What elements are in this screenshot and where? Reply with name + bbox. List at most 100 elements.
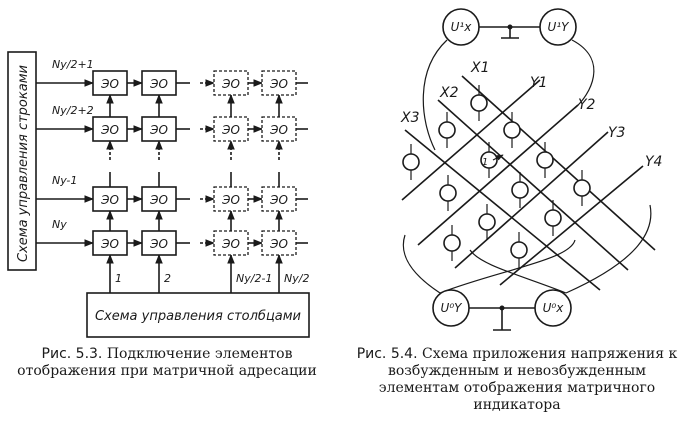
display-element	[511, 181, 529, 199]
display-element-cell	[92, 70, 128, 96]
cell-label: ЭО	[149, 237, 168, 251]
y-electrode-line	[499, 165, 644, 286]
y-electrode-line	[454, 131, 609, 269]
center-mark-label: 1	[482, 157, 488, 168]
row-label: Ny/2+2	[52, 104, 94, 117]
node-uy0: U⁰Y	[432, 289, 470, 327]
display-element	[503, 121, 521, 139]
supply-wire	[439, 239, 576, 294]
label-y3: Y3	[608, 125, 625, 141]
label-y1: Y1	[530, 75, 547, 91]
supply-wire	[565, 204, 652, 294]
x-electrode-line	[437, 99, 629, 271]
display-element	[573, 179, 591, 197]
svg-text:U¹Y: U¹Y	[548, 20, 571, 34]
cell-label: ЭО	[149, 77, 168, 91]
column-label: Ny/2	[284, 272, 309, 285]
caption-fig-5-3-text: Подключение элементов отображения при ма…	[17, 346, 317, 379]
row-label: Ny-1	[52, 174, 77, 187]
caption-fig-5-4-text: Схема приложения напряжения к возбужденн…	[378, 346, 678, 413]
svg-text:U⁰Y: U⁰Y	[441, 301, 464, 315]
display-element-cell	[213, 186, 249, 212]
cell-label: ЭО	[149, 193, 168, 207]
cell-label: ЭО	[100, 123, 119, 137]
row-label: Ny	[52, 218, 67, 231]
display-element-cell	[141, 70, 177, 96]
row-control-label: Схема управления строками	[16, 65, 31, 262]
display-element-cell	[213, 230, 249, 256]
y-electrode-line	[417, 104, 579, 246]
row-control-block	[7, 51, 37, 271]
display-elements: 1	[402, 85, 591, 268]
display-element	[544, 209, 562, 227]
cell-label: ЭО	[100, 77, 119, 91]
display-element	[402, 153, 420, 171]
display-element-cell	[213, 70, 249, 96]
display-element-cell	[261, 186, 297, 212]
display-element-cell	[92, 186, 128, 212]
label-x1: X1	[470, 60, 490, 76]
cell-label: ЭО	[100, 193, 119, 207]
y-electrode-line	[401, 79, 541, 201]
element-grid: Ny/2+1Ny/2+2Ny-1Ny 1 2 Ny/2-1 Ny/2 ЭО ЭО ЭО ЭО ЭО…	[36, 58, 309, 293]
fig-5-3: Схема управления строками Схема управлен…	[7, 51, 310, 338]
row-label: Ny/2+1	[52, 58, 94, 71]
column-label: Ny/2-1	[236, 272, 272, 285]
cell-label: ЭО	[221, 77, 240, 91]
cell-label: ЭО	[221, 123, 240, 137]
electrode-lines	[401, 39, 656, 294]
cell-label: ЭО	[269, 237, 288, 251]
ground-top	[479, 24, 540, 39]
supply-wire	[469, 249, 567, 294]
display-element	[536, 151, 554, 169]
display-element-cell	[213, 116, 249, 142]
display-element	[439, 184, 457, 202]
caption-fig-5-3: Рис. 5.3. Подключение элементов отображе…	[8, 346, 326, 380]
label-y2: Y2	[578, 97, 596, 113]
display-element-cell	[92, 116, 128, 142]
x-electrode-line	[461, 75, 656, 251]
column-control-label: Схема управления столбцами	[95, 309, 301, 324]
ground-bottom	[469, 305, 535, 331]
display-element-cell	[92, 230, 128, 256]
display-element-cell	[141, 230, 177, 256]
center-mark-arrow	[492, 154, 504, 161]
column-label: 1	[115, 272, 122, 285]
label-x2: X2	[439, 85, 459, 101]
node-uy1: U¹Y	[539, 8, 577, 46]
supply-wire	[571, 39, 595, 109]
display-element-cell	[141, 186, 177, 212]
caption-fig-5-4-number: Рис. 5.4.	[356, 346, 418, 362]
cell-label: ЭО	[100, 237, 119, 251]
cell-label: ЭО	[221, 237, 240, 251]
cell-label: ЭО	[149, 123, 168, 137]
display-element-cell	[261, 230, 297, 256]
supply-wire	[402, 234, 441, 294]
supply-wire	[422, 39, 448, 151]
node-ux0: U⁰x	[534, 289, 572, 327]
display-element	[510, 241, 528, 259]
display-element-cell	[141, 116, 177, 142]
display-element	[478, 213, 496, 231]
cell-label: ЭО	[269, 193, 288, 207]
fig-5-4: 1 U¹x U¹Y U⁰Y U⁰x	[400, 8, 662, 331]
cell-label: ЭО	[221, 193, 240, 207]
column-label: 2	[164, 272, 171, 285]
display-element-cell	[261, 70, 297, 96]
cell-label: ЭО	[269, 77, 288, 91]
caption-fig-5-4: Рис. 5.4. Схема приложения напряжения к …	[352, 346, 682, 414]
cell-label: ЭО	[269, 123, 288, 137]
display-element-cell	[261, 116, 297, 142]
display-element	[438, 121, 456, 139]
svg-text:U¹x: U¹x	[451, 20, 473, 34]
node-ux1: U¹x	[442, 8, 480, 46]
label-y4: Y4	[645, 154, 662, 170]
caption-fig-5-3-number: Рис. 5.3.	[41, 346, 103, 362]
column-control-block	[86, 292, 310, 338]
label-x3: X3	[400, 110, 420, 126]
display-element	[470, 94, 488, 112]
svg-text:U⁰x: U⁰x	[543, 301, 565, 315]
x-electrode-line	[404, 129, 601, 291]
display-element	[443, 234, 461, 252]
